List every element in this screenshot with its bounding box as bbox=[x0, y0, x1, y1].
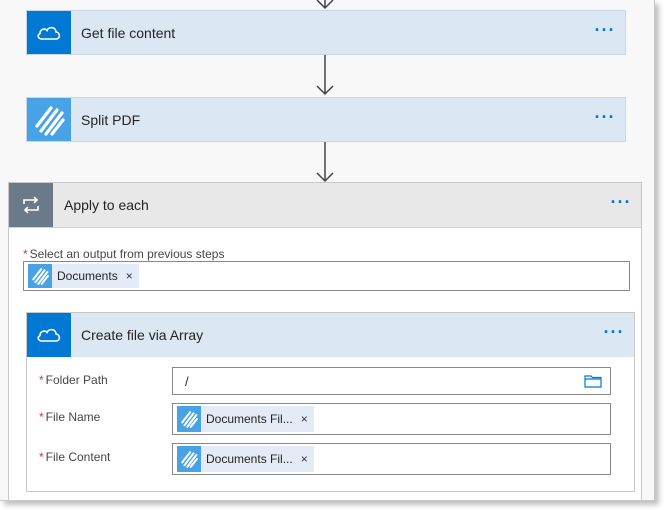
documents-filecontent-token[interactable]: Documents Fil... × bbox=[177, 446, 314, 472]
pdf-stripes-icon bbox=[177, 406, 201, 432]
folder-path-input[interactable]: / bbox=[172, 367, 611, 395]
label-text: Folder Path bbox=[45, 373, 108, 387]
token-label: Documents bbox=[57, 269, 118, 283]
apply-to-each-container: Apply to each ··· *Select an output from… bbox=[8, 182, 642, 500]
output-label-text: Select an output from previous steps bbox=[29, 247, 225, 261]
required-mark: * bbox=[39, 373, 44, 387]
documents-filename-token[interactable]: Documents Fil... × bbox=[177, 406, 314, 432]
create-file-action: Create file via Array ··· *Folder Path /… bbox=[26, 312, 635, 492]
step-title: Split PDF bbox=[81, 111, 141, 128]
step-title: Get file content bbox=[81, 24, 176, 41]
more-options-button[interactable]: ··· bbox=[603, 322, 625, 342]
required-mark: * bbox=[23, 247, 28, 261]
onedrive-cloud-icon bbox=[27, 313, 71, 357]
pdf-stripes-icon bbox=[27, 98, 71, 141]
step-get-file-content[interactable]: Get file content ··· bbox=[26, 10, 626, 55]
file-content-label: *File Content bbox=[39, 450, 110, 464]
connector-arrow-top bbox=[314, 0, 336, 10]
required-mark: * bbox=[39, 450, 44, 464]
output-field-label: *Select an output from previous steps bbox=[23, 247, 224, 261]
output-select-field[interactable]: Documents × bbox=[23, 261, 630, 291]
action-title: Create file via Array bbox=[81, 327, 204, 343]
label-text: File Content bbox=[45, 450, 111, 464]
required-mark: * bbox=[39, 410, 44, 424]
more-options-button[interactable]: ··· bbox=[610, 192, 632, 212]
loop-title: Apply to each bbox=[64, 197, 149, 213]
folder-picker-icon[interactable] bbox=[584, 374, 602, 388]
onedrive-cloud-icon bbox=[27, 11, 71, 54]
create-file-header[interactable]: Create file via Array ··· bbox=[27, 313, 634, 357]
pdf-stripes-icon bbox=[28, 264, 52, 288]
connector-arrow bbox=[314, 142, 336, 184]
file-content-input[interactable]: Documents Fil... × bbox=[172, 443, 611, 475]
token-label: Documents Fil... bbox=[206, 412, 293, 426]
loop-icon bbox=[9, 183, 53, 227]
folder-path-label: *Folder Path bbox=[39, 373, 108, 387]
documents-token[interactable]: Documents × bbox=[28, 264, 139, 288]
more-options-button[interactable]: ··· bbox=[594, 106, 616, 127]
remove-token-button[interactable]: × bbox=[300, 452, 308, 466]
label-text: File Name bbox=[45, 410, 101, 424]
pdf-stripes-icon bbox=[177, 446, 201, 472]
remove-token-button[interactable]: × bbox=[300, 412, 308, 426]
token-label: Documents Fil... bbox=[206, 452, 293, 466]
connector-arrow bbox=[314, 55, 336, 97]
folder-path-value: / bbox=[185, 373, 189, 389]
more-options-button[interactable]: ··· bbox=[594, 19, 616, 40]
file-name-label: *File Name bbox=[39, 410, 100, 424]
apply-to-each-header[interactable]: Apply to each ··· bbox=[9, 183, 641, 228]
step-split-pdf[interactable]: Split PDF ··· bbox=[26, 97, 626, 142]
file-name-input[interactable]: Documents Fil... × bbox=[172, 403, 611, 435]
flow-canvas: Get file content ··· Split PDF ··· Ap bbox=[0, 0, 655, 501]
remove-token-button[interactable]: × bbox=[125, 269, 133, 283]
